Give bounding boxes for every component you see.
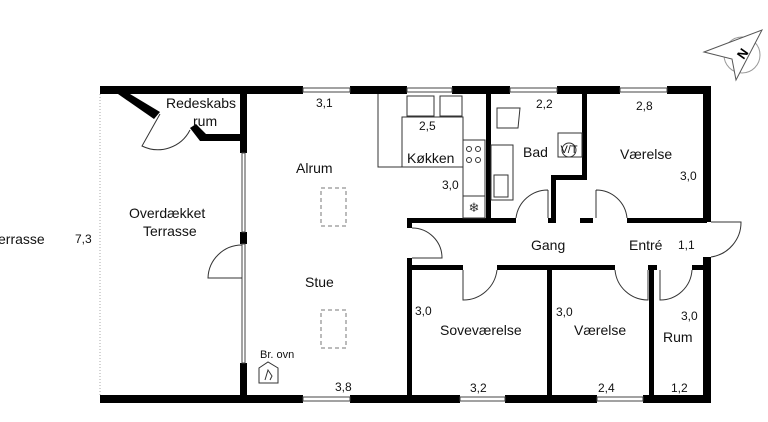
stove-icon — [466, 146, 481, 163]
doors — [141, 113, 742, 301]
bath-sink-icon — [493, 174, 509, 198]
room-koekken: Køkken — [407, 150, 454, 166]
windows — [241, 87, 668, 402]
washer-label: V/T — [560, 144, 577, 156]
dim-rum-bottom: 1,2 — [671, 381, 688, 395]
dim-koekken-side: 3,0 — [442, 178, 459, 192]
dim-stue: 3,8 — [335, 380, 352, 394]
dim-vaerelse-2-side: 3,0 — [556, 305, 573, 319]
room-sovevaerelse: Soveværelse — [440, 322, 522, 338]
dim-entre: 1,1 — [678, 238, 695, 252]
room-redeskabsrum: Redeskabs — [166, 95, 236, 111]
dim-sove-side: 3,0 — [415, 304, 432, 318]
snowflake-icon: ❄ — [469, 200, 480, 215]
toilet-icon — [496, 107, 521, 129]
compass: N — [702, 29, 764, 82]
dim-sove-bottom: 3,2 — [470, 381, 487, 395]
dim-alrum: 3,1 — [316, 96, 333, 110]
walls — [100, 86, 711, 403]
dim-rum-side: 3,0 — [681, 309, 698, 323]
room-terrasse: errasse — [0, 231, 45, 247]
room-gang: Gang — [531, 237, 565, 253]
room-overdaekket: Overdækket — [129, 205, 205, 221]
room-entre: Entré — [629, 237, 663, 253]
room-labels: Redeskabs rum Alrum Stue Overdækket Terr… — [0, 95, 693, 361]
fixtures: ❄ V/T — [258, 94, 583, 384]
room-vaerelse-2: Værelse — [574, 322, 626, 338]
dimension-labels: 7,3 3,1 2,5 3,0 2,2 2,8 3,0 1,1 3,8 3,0 … — [75, 96, 698, 395]
dishwasher-icon — [439, 95, 463, 117]
room-rum: Rum — [663, 329, 693, 345]
sink-icon — [406, 95, 435, 117]
dim-koekken-top: 2,5 — [419, 119, 436, 133]
dim-vaerelse-1-side: 3,0 — [680, 169, 697, 183]
fireplace-icon — [258, 361, 279, 384]
dim-terrasse: 7,3 — [75, 232, 92, 246]
room-alrum: Alrum — [296, 160, 333, 176]
dim-vaerelse-2-bottom: 2,4 — [598, 381, 615, 395]
label-braendeovn: Br. ovn — [260, 349, 294, 361]
room-stue: Stue — [305, 274, 334, 290]
dim-vaerelse-1-top: 2,8 — [636, 99, 653, 113]
room-overdaekket-2: Terrasse — [143, 223, 197, 239]
room-bad: Bad — [523, 144, 548, 160]
freezer-icon — [462, 195, 486, 219]
room-redeskabsrum-2: rum — [193, 113, 217, 129]
room-vaerelse-1: Værelse — [620, 146, 672, 162]
dim-bad: 2,2 — [536, 97, 553, 111]
